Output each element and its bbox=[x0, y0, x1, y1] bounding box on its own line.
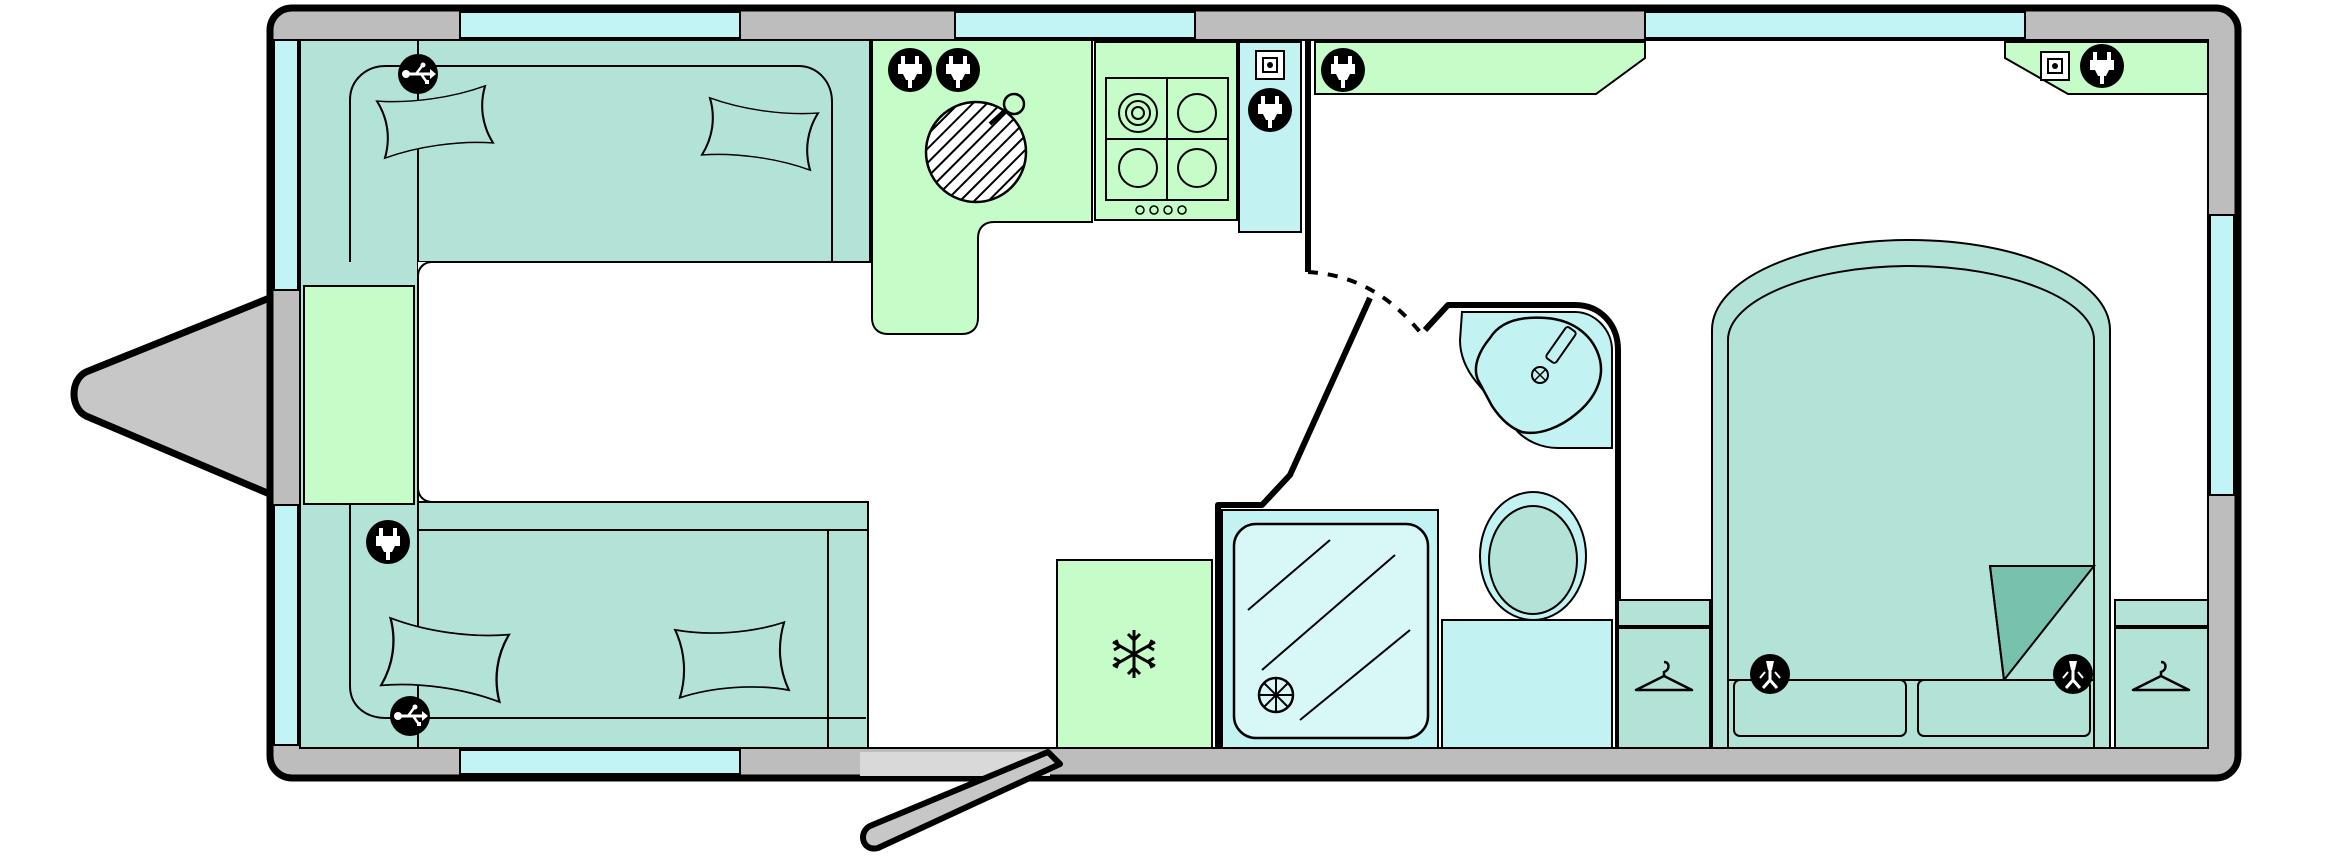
kitchen bbox=[871, 39, 1302, 749]
window-bottom-front-lounge bbox=[459, 749, 741, 775]
wardrobe-right-top bbox=[2114, 599, 2209, 627]
window-top-bedroom bbox=[1644, 11, 2026, 39]
washroom-wall-right bbox=[1422, 302, 1621, 748]
washroom bbox=[1215, 40, 1621, 749]
washroom-door-leaf[interactable] bbox=[1215, 296, 1373, 748]
entry-door[interactable] bbox=[860, 749, 1063, 852]
upper-sofa-cushion bbox=[349, 65, 833, 262]
toilet-cistern bbox=[1441, 619, 1613, 749]
window-rear bbox=[2209, 214, 2235, 496]
front-pullout-seat bbox=[303, 285, 415, 505]
gas-hob-icon bbox=[1094, 41, 1238, 221]
toilet-seat bbox=[1488, 505, 1578, 615]
wardrobe-left bbox=[1617, 627, 1711, 749]
window-front-upper bbox=[273, 39, 299, 291]
lounge-floor bbox=[418, 262, 980, 502]
reading-light-icon bbox=[2051, 652, 2095, 696]
wardrobe-right bbox=[2114, 627, 2209, 749]
plug-icon bbox=[2080, 44, 2124, 88]
overhead-locker-front bbox=[1314, 41, 1646, 95]
wardrobe-left-top bbox=[1617, 599, 1711, 627]
wall-socket-icon bbox=[2040, 51, 2070, 81]
windows bbox=[273, 11, 2235, 775]
plug-icon bbox=[1321, 48, 1365, 92]
usb-icon bbox=[396, 52, 440, 96]
shower-drain-icon bbox=[1257, 676, 1295, 714]
sink-icon bbox=[1474, 316, 1603, 435]
bed-duvet-fold-edge bbox=[1989, 565, 2005, 681]
window-front-lower bbox=[273, 504, 299, 746]
wall-socket-icon bbox=[1255, 50, 1285, 80]
plug-icon bbox=[366, 520, 410, 564]
pillow-lower-right bbox=[674, 621, 790, 699]
shower-tray bbox=[1232, 522, 1430, 740]
sink-icon bbox=[924, 92, 1028, 204]
plug-icon bbox=[888, 48, 932, 92]
window-top-front-lounge bbox=[459, 11, 741, 39]
plug-icon bbox=[936, 48, 980, 92]
a-frame-drawbar bbox=[70, 293, 276, 499]
door-leaf[interactable] bbox=[860, 749, 1063, 852]
washroom-basin bbox=[1458, 311, 1613, 449]
rear-bedroom bbox=[1314, 41, 2209, 749]
lounge-floor-edge bbox=[417, 261, 870, 530]
front-lounge bbox=[299, 39, 980, 749]
shower-screen-lines bbox=[1247, 539, 1411, 721]
window-top-kitchen bbox=[954, 11, 1196, 39]
lower-sofa-cushion bbox=[349, 502, 866, 719]
reading-light-icon bbox=[1748, 652, 1792, 696]
snowflake-icon bbox=[1112, 630, 1156, 678]
usb-icon bbox=[388, 694, 432, 738]
plug-icon bbox=[1248, 88, 1292, 132]
